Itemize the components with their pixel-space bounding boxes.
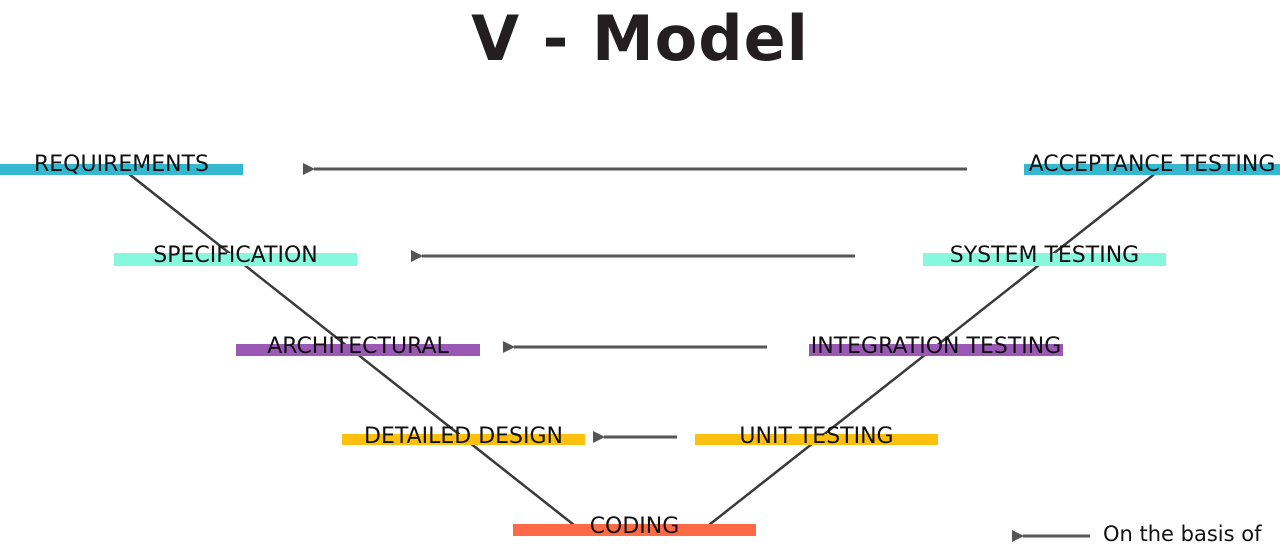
legend-label: On the basis of [1103, 522, 1262, 546]
architectural-label: ARCHITECTURAL [267, 334, 449, 359]
diagram-title: V - Model [471, 2, 809, 75]
unit-testing-label: UNIT TESTING [739, 424, 894, 449]
requirements-label: REQUIREMENTS [33, 152, 210, 177]
acceptance-testing-bar [1024, 164, 1280, 175]
detailed-design-label: DETAILED DESIGN [364, 424, 563, 449]
unit-testing-bar [695, 434, 938, 445]
coding-label: CODING [589, 514, 680, 539]
specification-bar [114, 253, 357, 266]
system-testing-label: SYSTEM TESTING [949, 243, 1140, 268]
requirements-bar [0, 164, 243, 175]
architectural-bar [236, 344, 480, 356]
detailed-design-bar [342, 434, 585, 445]
specification-label: SPECIFICATION [153, 243, 318, 268]
integration-testing-bar [809, 344, 1063, 356]
acceptance-testing-label: ACCEPTANCE TESTING [1028, 152, 1276, 177]
system-testing-bar [923, 253, 1166, 266]
integration-testing-label: INTEGRATION TESTING [810, 334, 1062, 359]
coding-bar [513, 524, 756, 536]
